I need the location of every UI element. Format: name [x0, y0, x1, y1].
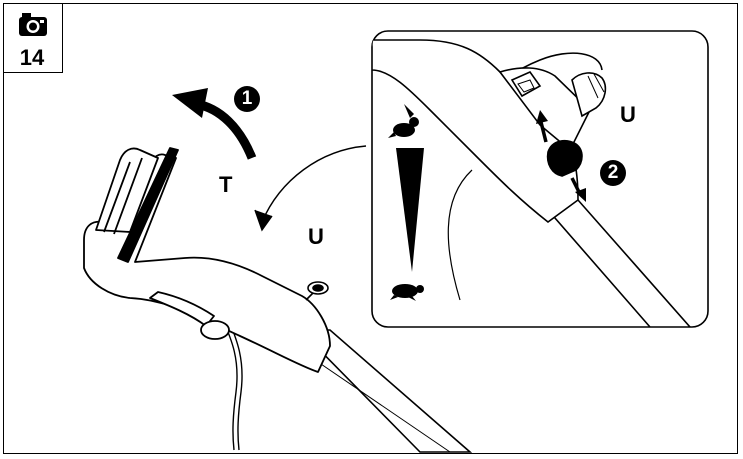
- figure-number: 14: [19, 45, 45, 70]
- step-2-marker: 2: [600, 160, 626, 186]
- camera-icon: [19, 13, 47, 36]
- label-T: T: [219, 172, 233, 197]
- label-U-main: U: [308, 224, 324, 249]
- power-cable: [221, 317, 243, 451]
- figure-frame: [3, 3, 738, 454]
- speed-dial-main: [305, 281, 329, 301]
- turtle-icon: [390, 284, 424, 301]
- trimmer-handle: [83, 147, 331, 373]
- inset-panel: [371, 30, 709, 328]
- figure-badge: 14: [3, 3, 63, 73]
- speed-scale: [396, 148, 424, 272]
- rabbit-icon: [388, 104, 419, 138]
- pointer-arrow: [254, 145, 367, 232]
- arrow-up-icon: [539, 121, 548, 143]
- rotate-arrow-icon: [172, 88, 257, 160]
- step-1-marker: 1: [234, 86, 260, 112]
- label-U-inset: U: [620, 102, 636, 127]
